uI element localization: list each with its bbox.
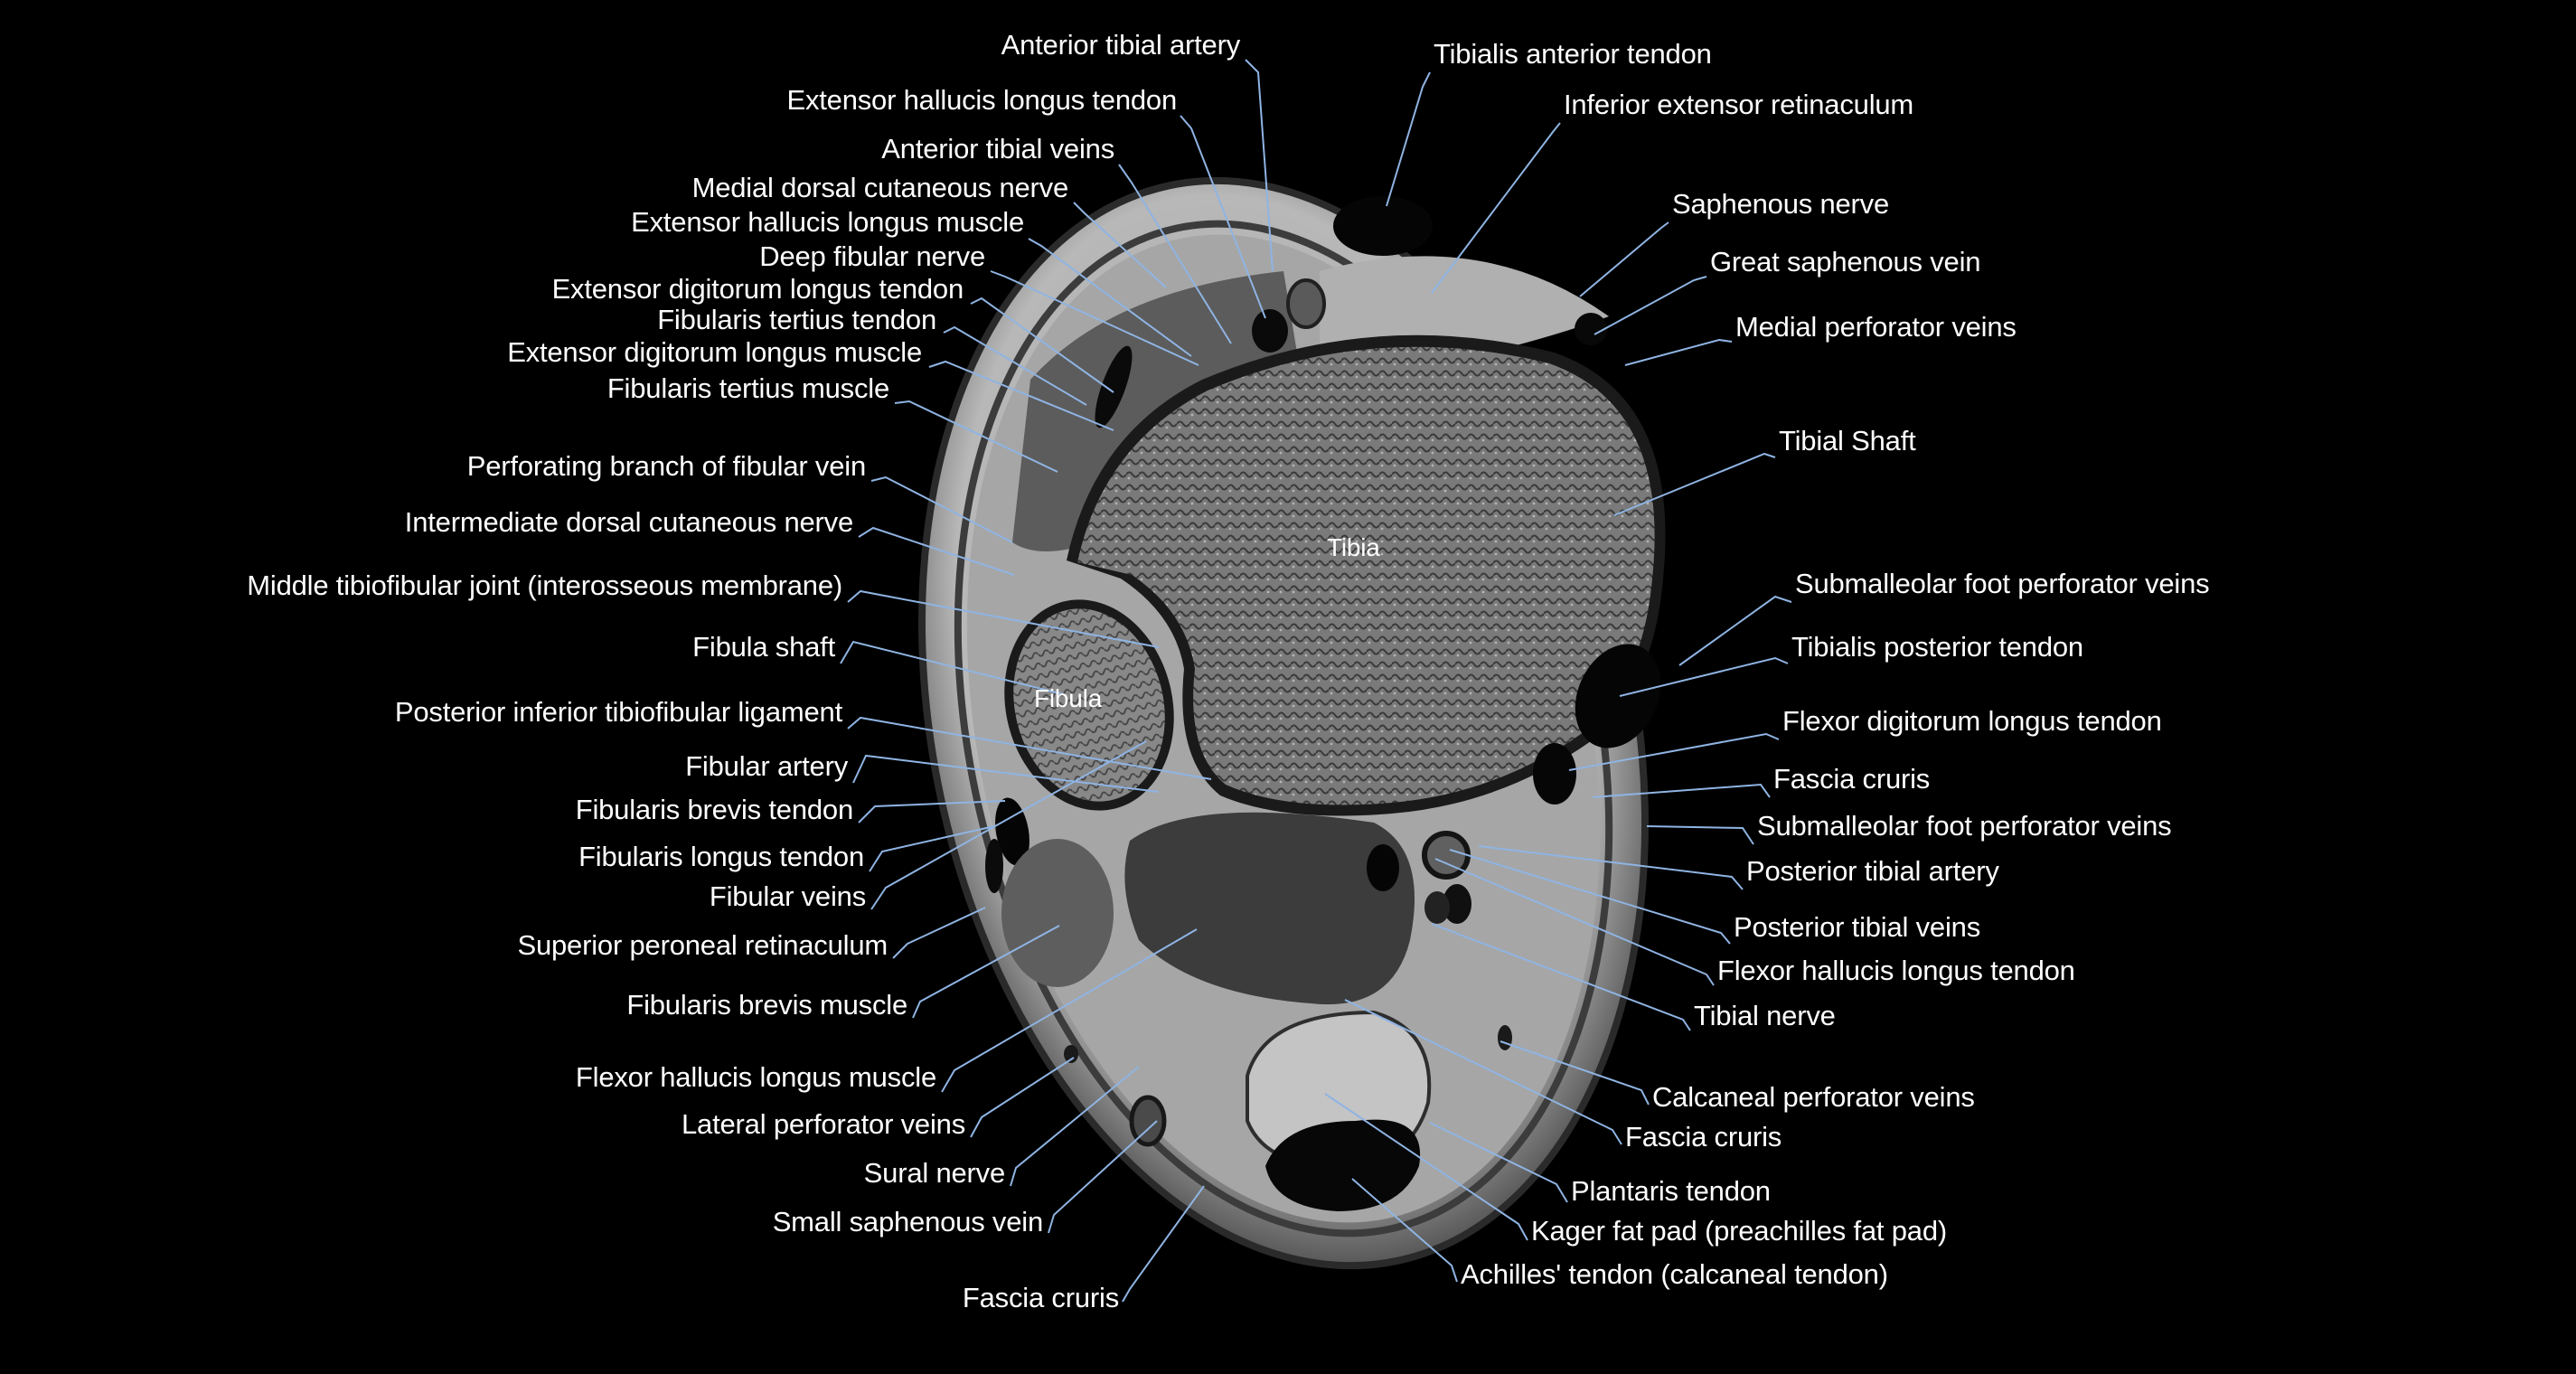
label-deep-fibular-nerve-leader-line bbox=[990, 270, 1199, 366]
label-flexor-digitorum-longus-tendon-leader-line bbox=[1568, 732, 1780, 771]
label-submalleolar-foot-perforator-veins: Submalleolar foot perforator veins bbox=[1757, 810, 2172, 842]
label-anterior-tibial-veins-leader-line bbox=[1118, 164, 1232, 344]
label-fascia-cruris: Fascia cruris bbox=[1773, 763, 1931, 795]
label-intermediate-dorsal-cutaneous-nerve-leader-line bbox=[858, 526, 1015, 576]
leader-lines bbox=[840, 59, 1792, 1303]
label-medial-dorsal-cutaneous-nerve-leader-line bbox=[1073, 202, 1167, 288]
label-superior-peroneal-retinaculum-leader-line bbox=[892, 907, 986, 959]
label-fibularis-tertius-muscle-leader-line bbox=[894, 400, 1058, 473]
label-small-saphenous-vein-leader-line bbox=[1048, 1120, 1158, 1234]
label-deep-fibular-nerve: Deep fibular nerve bbox=[759, 240, 985, 272]
label-tibialis-posterior-tendon-leader-line bbox=[1619, 656, 1789, 697]
label-posterior-inferior-tibiofibular-ligament: Posterior inferior tibiofibular ligament bbox=[394, 696, 842, 728]
label-calcaneal-perforator-veins-leader-line bbox=[1500, 1040, 1650, 1106]
label-extensor-hallucis-longus-muscle-leader-line bbox=[1028, 238, 1192, 357]
label-fibularis-tertius-muscle: Fibularis tertius muscle bbox=[606, 372, 889, 404]
label-extensor-digitorum-longus-tendon-leader-line bbox=[970, 296, 1114, 393]
label-tibial-nerve-leader-line bbox=[1431, 923, 1691, 1031]
label-plantaris-tendon-leader-line bbox=[1429, 1122, 1568, 1203]
label-saphenous-nerve-leader-line bbox=[1579, 221, 1669, 297]
label-calcaneal-perforator-veins: Calcaneal perforator veins bbox=[1652, 1081, 1975, 1113]
label-tibial-nerve: Tibial nerve bbox=[1694, 1000, 1836, 1031]
label-sural-nerve: Sural nerve bbox=[863, 1157, 1006, 1189]
label-achilles-tendon-calcaneal-tendon: Achilles' tendon (calcaneal tendon) bbox=[1461, 1258, 1888, 1290]
label-flexor-hallucis-longus-muscle: Flexor hallucis longus muscle bbox=[575, 1061, 936, 1093]
label-small-saphenous-vein: Small saphenous vein bbox=[772, 1206, 1043, 1238]
label-tibial-shaft: Tibial Shaft bbox=[1779, 425, 1916, 456]
label-fascia-cruris-leader-line bbox=[1344, 999, 1622, 1145]
label-kager-fat-pad-preachilles-fat-pad-leader-line bbox=[1324, 1093, 1528, 1241]
label-medial-perforator-veins-leader-line bbox=[1624, 338, 1733, 366]
label-sural-nerve-leader-line bbox=[1010, 1066, 1140, 1187]
label-flexor-digitorum-longus-tendon: Flexor digitorum longus tendon bbox=[1782, 705, 2162, 737]
label-fibularis-longus-tendon-leader-line bbox=[869, 825, 995, 872]
label-fibula-shaft: Fibula shaft bbox=[692, 631, 835, 663]
label-fibularis-brevis-tendon-leader-line bbox=[858, 800, 1006, 823]
label-submalleolar-foot-perforator-veins-leader-line bbox=[1678, 595, 1792, 666]
label-tibialis-anterior-tendon: Tibialis anterior tendon bbox=[1434, 38, 1712, 70]
label-superior-peroneal-retinaculum: Superior peroneal retinaculum bbox=[517, 929, 888, 961]
label-middle-tibiofibular-joint-interosseous-membrane-leader-line bbox=[847, 589, 1160, 648]
structure-label-fibula: Fibula bbox=[1034, 684, 1103, 712]
label-perforating-branch-of-fibular-vein: Perforating branch of fibular vein bbox=[466, 450, 866, 482]
label-intermediate-dorsal-cutaneous-nerve: Intermediate dorsal cutaneous nerve bbox=[404, 506, 853, 538]
label-fibular-artery-leader-line bbox=[852, 754, 1160, 793]
label-medial-perforator-veins: Medial perforator veins bbox=[1735, 311, 2017, 343]
label-posterior-inferior-tibiofibular-ligament-leader-line bbox=[847, 716, 1212, 780]
label-inferior-extensor-retinaculum-leader-line bbox=[1431, 122, 1561, 294]
label-extensor-hallucis-longus-tendon: Extensor hallucis longus tendon bbox=[786, 84, 1177, 116]
label-plantaris-tendon: Plantaris tendon bbox=[1571, 1175, 1771, 1207]
label-extensor-hallucis-longus-muscle: Extensor hallucis longus muscle bbox=[631, 206, 1024, 238]
label-posterior-tibial-veins: Posterior tibial veins bbox=[1734, 911, 1980, 943]
label-fibular-artery: Fibular artery bbox=[685, 750, 848, 782]
label-posterior-tibial-artery-leader-line bbox=[1478, 845, 1744, 890]
label-flexor-hallucis-longus-tendon-leader-line bbox=[1434, 858, 1715, 986]
structure-label-tibia: Tibia bbox=[1327, 533, 1380, 561]
label-saphenous-nerve: Saphenous nerve bbox=[1672, 188, 1890, 220]
label-achilles-tendon-calcaneal-tendon-leader-line bbox=[1351, 1178, 1458, 1283]
label-fascia-cruris: Fascia cruris bbox=[962, 1282, 1119, 1313]
label-kager-fat-pad-preachilles-fat-pad: Kager fat pad (preachilles fat pad) bbox=[1531, 1215, 1947, 1247]
label-anterior-tibial-artery-leader-line bbox=[1245, 59, 1274, 272]
label-fibular-veins-leader-line bbox=[870, 740, 1147, 910]
label-fibularis-tertius-tendon-leader-line bbox=[943, 325, 1087, 406]
label-extensor-digitorum-longus-tendon: Extensor digitorum longus tendon bbox=[551, 273, 964, 305]
label-lateral-perforator-veins: Lateral perforator veins bbox=[682, 1108, 965, 1140]
label-fibularis-brevis-muscle-leader-line bbox=[912, 925, 1060, 1019]
label-fascia-cruris: Fascia cruris bbox=[1625, 1121, 1782, 1153]
label-fibularis-brevis-muscle: Fibularis brevis muscle bbox=[626, 989, 907, 1021]
label-fibularis-longus-tendon: Fibularis longus tendon bbox=[578, 841, 864, 872]
ankle-cross-section bbox=[918, 176, 1666, 1270]
label-perforating-branch-of-fibular-vein-leader-line bbox=[870, 475, 1013, 543]
label-lateral-perforator-veins-leader-line bbox=[970, 1057, 1075, 1138]
label-fascia-cruris-leader-line bbox=[1592, 783, 1771, 798]
label-great-saphenous-vein: Great saphenous vein bbox=[1710, 246, 1981, 278]
label-tibialis-anterior-tendon-leader-line bbox=[1386, 71, 1431, 207]
label-anterior-tibial-artery: Anterior tibial artery bbox=[1001, 29, 1241, 61]
label-flexor-hallucis-longus-muscle-leader-line bbox=[941, 928, 1198, 1093]
label-middle-tibiofibular-joint-interosseous-membrane: Middle tibiofibular joint (interosseous … bbox=[247, 569, 842, 601]
label-fibular-veins: Fibular veins bbox=[709, 880, 866, 912]
label-fascia-cruris-leader-line bbox=[1122, 1185, 1205, 1303]
label-extensor-digitorum-longus-muscle: Extensor digitorum longus muscle bbox=[507, 336, 922, 368]
label-fibularis-tertius-tendon: Fibularis tertius tendon bbox=[657, 304, 936, 335]
label-extensor-hallucis-longus-tendon-leader-line bbox=[1180, 115, 1266, 319]
label-submalleolar-foot-perforator-veins: Submalleolar foot perforator veins bbox=[1795, 568, 2210, 599]
label-tibialis-posterior-tendon: Tibialis posterior tendon bbox=[1791, 631, 2083, 663]
label-posterior-tibial-veins-leader-line bbox=[1449, 849, 1731, 945]
label-extensor-digitorum-longus-muscle-leader-line bbox=[928, 360, 1114, 431]
label-fibularis-brevis-tendon: Fibularis brevis tendon bbox=[575, 794, 853, 825]
label-medial-dorsal-cutaneous-nerve: Medial dorsal cutaneous nerve bbox=[691, 172, 1069, 203]
label-fibula-shaft-leader-line bbox=[840, 640, 1064, 695]
label-inferior-extensor-retinaculum: Inferior extensor retinaculum bbox=[1564, 89, 1914, 120]
label-anterior-tibial-veins: Anterior tibial veins bbox=[881, 133, 1114, 165]
label-tibial-shaft-leader-line bbox=[1613, 452, 1776, 516]
label-submalleolar-foot-perforator-veins-leader-line bbox=[1646, 825, 1754, 845]
label-flexor-hallucis-longus-tendon: Flexor hallucis longus tendon bbox=[1717, 955, 2075, 986]
label-great-saphenous-vein-leader-line bbox=[1594, 276, 1707, 335]
label-posterior-tibial-artery: Posterior tibial artery bbox=[1746, 855, 1999, 887]
